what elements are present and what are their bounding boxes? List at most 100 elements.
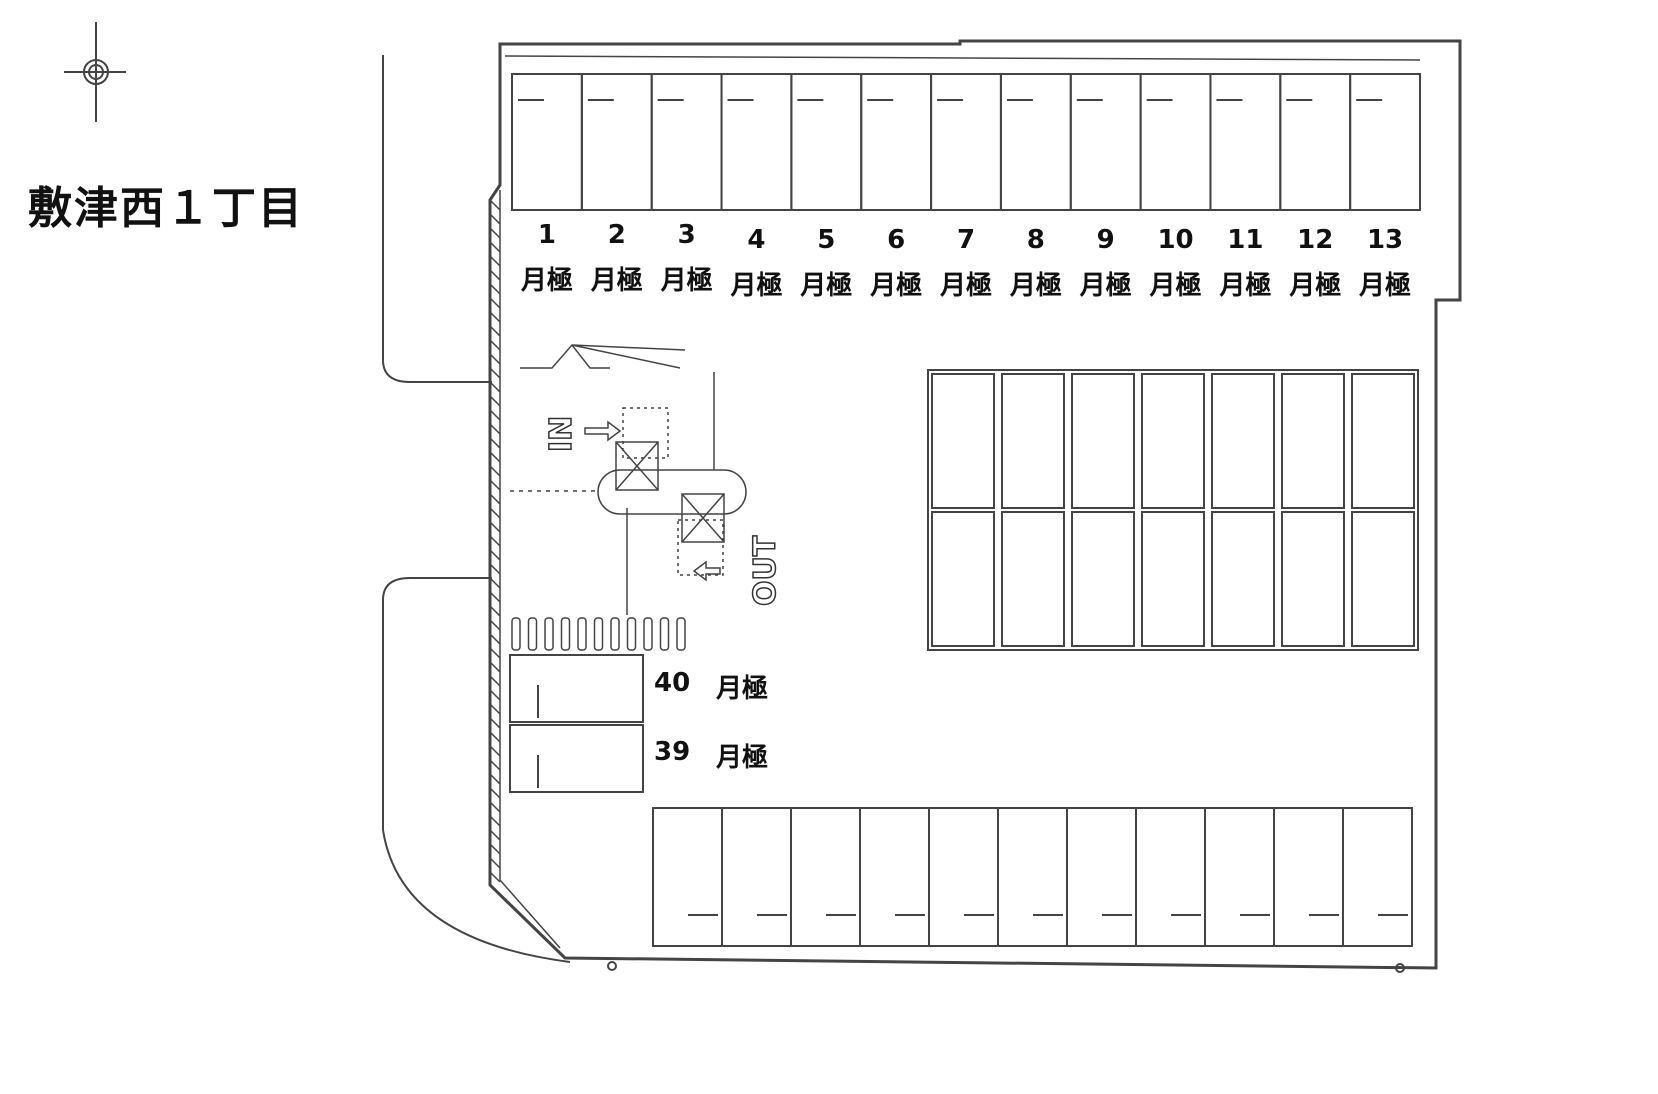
wall-hatch xyxy=(489,689,501,701)
space-status: 月極 xyxy=(1079,271,1132,301)
wall-hatch xyxy=(489,605,501,617)
wall-hatch xyxy=(489,409,501,421)
parking-space-39 xyxy=(509,724,644,793)
wall-hatch xyxy=(489,255,501,267)
wall-hatch xyxy=(489,437,501,449)
center-block-outline xyxy=(927,369,1419,651)
wall-hatch xyxy=(489,395,501,407)
bottom-parking-space xyxy=(1066,807,1137,947)
space-status: 月極 xyxy=(939,271,993,301)
wall-hatch xyxy=(489,801,501,813)
gate-equipment xyxy=(510,343,747,615)
parking-space-1 xyxy=(511,73,583,211)
bollard xyxy=(560,617,571,651)
wall-hatch xyxy=(489,241,501,253)
wall-hatch xyxy=(489,213,501,225)
wall-hatch xyxy=(489,311,501,323)
parking-space-10 xyxy=(1139,73,1212,211)
bollard xyxy=(676,617,686,651)
wall-hatch xyxy=(489,857,501,869)
wall-hatch xyxy=(489,563,501,575)
parking-space-12 xyxy=(1279,73,1352,211)
space-status: 月極 xyxy=(730,271,783,301)
space-number: 4 xyxy=(747,225,766,255)
wall-hatch xyxy=(489,535,501,547)
space-status: 月極 xyxy=(1359,271,1412,301)
bottom-parking-space xyxy=(1273,807,1344,947)
bottom-parking-space xyxy=(1204,807,1275,947)
parking-space-5 xyxy=(790,73,863,211)
wall-hatch xyxy=(489,815,501,827)
wall-hatch xyxy=(489,577,501,589)
space-number: 1 xyxy=(537,220,556,250)
space-status: 月極 xyxy=(520,266,573,296)
wall-hatch xyxy=(489,843,501,855)
wall-hatch xyxy=(489,633,501,645)
space-number: 3 xyxy=(677,220,696,250)
street-edge xyxy=(382,55,571,963)
space-status: 月極 xyxy=(1289,271,1342,301)
bottom-parking-space xyxy=(1342,807,1413,947)
space-status: 月極 xyxy=(1219,271,1272,301)
wall-hatch xyxy=(489,451,501,463)
wall-hatch xyxy=(489,493,501,505)
bottom-parking-space xyxy=(859,807,930,947)
space-39-number: 39 xyxy=(654,737,691,767)
bottom-parking-space xyxy=(652,807,723,947)
wall-hatch xyxy=(489,283,501,295)
space-status: 月極 xyxy=(870,271,923,301)
space-number: 7 xyxy=(956,225,976,255)
space-status: 月極 xyxy=(1009,271,1062,301)
parking-space-6 xyxy=(860,73,933,211)
wall-hatch xyxy=(489,507,501,519)
center-parking-space xyxy=(1211,373,1275,509)
space-number: 6 xyxy=(887,225,906,255)
bollard xyxy=(593,617,604,651)
entrance-label: IN xyxy=(543,415,580,453)
space-40-number: 40 xyxy=(654,668,691,698)
wall-hatch xyxy=(489,745,501,757)
space-number: 13 xyxy=(1366,225,1404,255)
lot-boundary xyxy=(488,39,1462,970)
wall-hatch xyxy=(489,619,501,631)
center-parking-space xyxy=(1071,373,1135,509)
wall-hatch xyxy=(489,661,501,673)
center-parking-space xyxy=(1351,373,1415,509)
center-parking-space xyxy=(931,511,995,647)
wall-hatch xyxy=(489,871,501,883)
bollard xyxy=(659,617,670,651)
bollard xyxy=(577,617,587,651)
wall-hatch xyxy=(489,227,501,239)
space-number: 5 xyxy=(817,225,836,255)
space-number: 8 xyxy=(1026,225,1045,255)
center-parking-space xyxy=(1281,373,1345,509)
bollard xyxy=(610,617,620,651)
space-status: 月極 xyxy=(590,266,643,296)
parking-space-4 xyxy=(720,73,793,211)
wall-hatch xyxy=(489,829,501,841)
wall-hatch xyxy=(489,269,501,281)
parking-space-7 xyxy=(930,73,1002,211)
wall-hatch xyxy=(489,297,501,309)
space-number: 9 xyxy=(1096,225,1115,255)
wall-hatch xyxy=(489,731,501,743)
bottom-parking-space xyxy=(1135,807,1206,947)
wall-hatch xyxy=(489,591,501,603)
bottom-parking-space xyxy=(721,807,792,947)
wall-hatch xyxy=(489,787,501,799)
center-parking-space xyxy=(1351,511,1415,647)
center-parking-space xyxy=(931,373,995,509)
parking-space-13 xyxy=(1349,73,1421,211)
center-parking-space xyxy=(1001,373,1065,509)
page-title: 敷津西１丁目 xyxy=(28,183,304,234)
wall-hatch xyxy=(489,381,501,393)
parking-space-11 xyxy=(1209,73,1282,211)
space-39-status: 月極 xyxy=(716,743,769,773)
wall-hatch xyxy=(489,675,501,687)
bollard xyxy=(511,617,521,651)
wall-hatch xyxy=(489,759,501,771)
bollard xyxy=(626,617,637,651)
wall-hatch xyxy=(489,423,501,435)
wall-hatch xyxy=(489,521,501,533)
